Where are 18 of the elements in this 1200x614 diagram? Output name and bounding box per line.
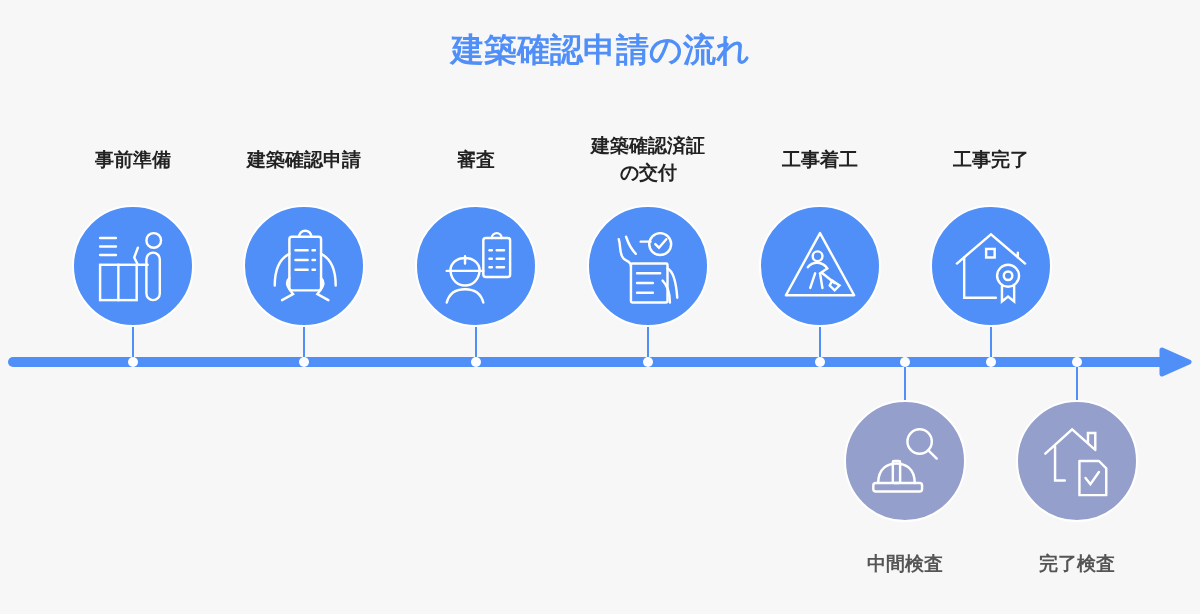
- step-label: 完了検査: [1039, 550, 1115, 576]
- timeline-arrow: [8, 347, 1192, 377]
- connector-line: [990, 326, 992, 358]
- connector-line: [819, 326, 821, 358]
- connector-line: [475, 326, 477, 358]
- step-label: 中間検査: [867, 550, 943, 576]
- step-label: 審査: [457, 146, 495, 172]
- step-label: 建築確認済証の交付: [589, 133, 706, 185]
- connector-line: [132, 326, 134, 358]
- connector-line: [647, 326, 649, 358]
- step-label: 工事完了: [953, 146, 1029, 172]
- connector-line: [1076, 366, 1078, 401]
- step-label: 工事着工: [782, 146, 858, 172]
- diagram-title: 建築確認申請の流れ: [450, 30, 750, 70]
- step-label: 建築確認申請: [247, 146, 361, 172]
- step-label: 事前準備: [95, 146, 171, 172]
- connector-line: [303, 326, 305, 358]
- connector-line: [904, 366, 906, 401]
